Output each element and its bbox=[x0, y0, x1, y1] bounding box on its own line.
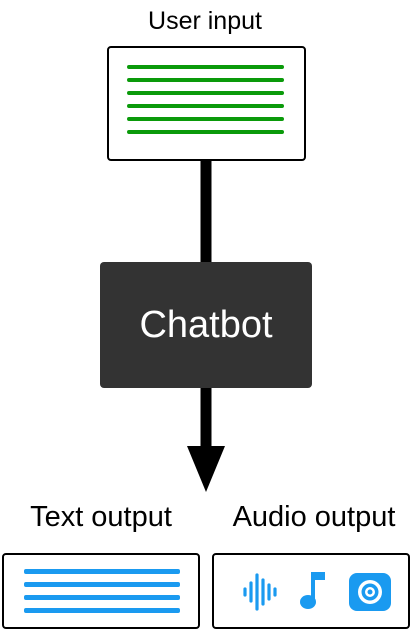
input-line bbox=[127, 130, 284, 134]
output-line bbox=[24, 608, 180, 613]
waveform-icon bbox=[243, 573, 277, 611]
arrowhead-down bbox=[187, 446, 225, 492]
output-line bbox=[24, 595, 180, 600]
speaker-icon bbox=[349, 573, 391, 611]
chatbot-box: Chatbot bbox=[100, 262, 312, 388]
audio-output-box bbox=[212, 553, 410, 629]
user-input-label: User input bbox=[148, 7, 262, 35]
input-line bbox=[127, 104, 284, 108]
input-line bbox=[127, 91, 284, 95]
chatbot-label: Chatbot bbox=[139, 304, 273, 346]
music-note-icon bbox=[300, 572, 325, 609]
output-line bbox=[24, 582, 180, 587]
text-output-box bbox=[2, 553, 200, 629]
input-line bbox=[127, 117, 284, 121]
input-line bbox=[127, 78, 284, 82]
text-output-label: Text output bbox=[30, 501, 172, 533]
output-line bbox=[24, 569, 180, 574]
user-input-box bbox=[107, 46, 306, 161]
input-line bbox=[127, 65, 284, 69]
audio-output-label: Audio output bbox=[232, 501, 396, 533]
